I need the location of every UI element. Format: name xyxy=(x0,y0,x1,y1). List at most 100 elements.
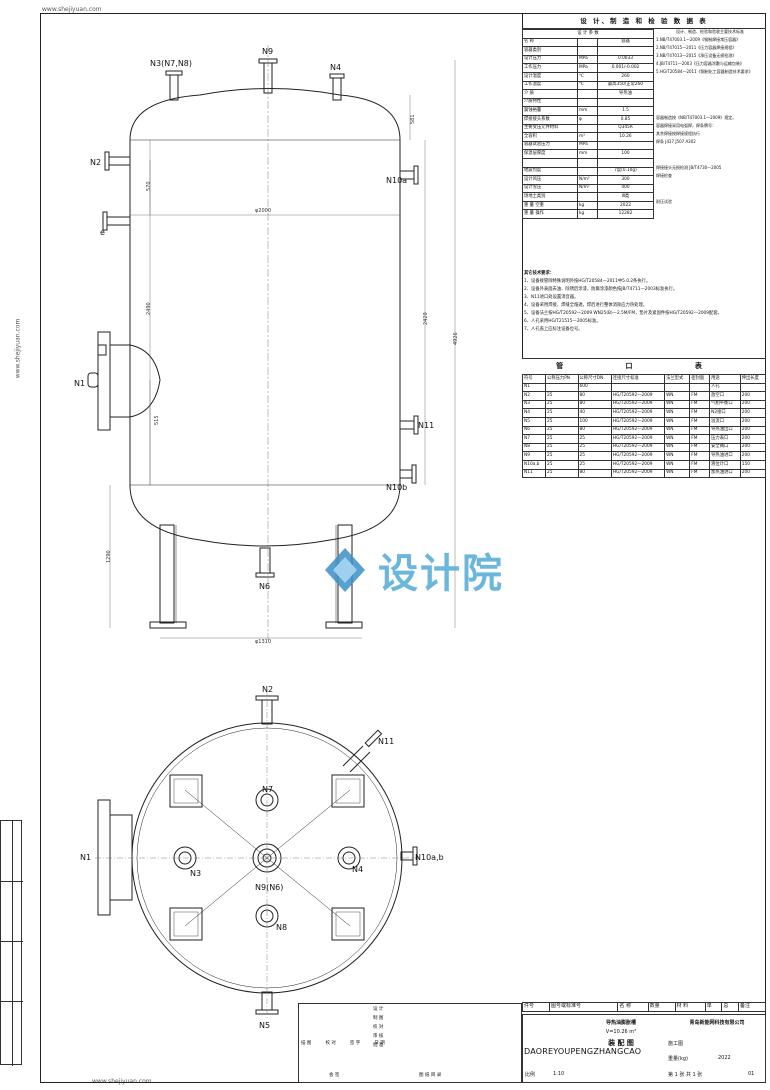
label-n9: N9 xyxy=(262,47,273,56)
nozzle-cell: N2接口 xyxy=(709,408,741,418)
sign-label: 校 对 xyxy=(373,1025,384,1030)
nozzle-cell: FM xyxy=(689,459,711,470)
design-cell xyxy=(577,89,598,99)
dim-top-head: 581 xyxy=(410,114,416,124)
label-n6: N6 xyxy=(259,582,270,591)
design-cell: ℃ xyxy=(577,80,598,91)
design-cell: kg xyxy=(577,209,598,220)
nozzle-cell: WN xyxy=(664,399,691,410)
anchor-note: 焊接检查 xyxy=(656,173,672,178)
design-cell: 设计风压 xyxy=(522,175,578,185)
nozzle-cell: 200 xyxy=(739,391,767,401)
design-cell: 场地土类别 xyxy=(522,192,578,202)
watermark-mark-icon xyxy=(325,548,365,592)
nozzle-cell: WN xyxy=(664,425,691,436)
tech-req-item: 2、设备外表面去油、除锈后涂漆，防腐涂漆颜色按JB/T4711—2003标准执行… xyxy=(524,287,678,292)
nozzle-cell: 25 xyxy=(545,425,579,436)
label-plan-n9n6: N9(N6) xyxy=(255,883,283,892)
nozzle-cell: WN xyxy=(664,391,691,401)
label-plan-n8: N8 xyxy=(276,923,287,932)
design-row: 容器类别 xyxy=(522,46,655,56)
parts-header-cell: 件号 xyxy=(522,1002,550,1012)
nozzle-cell: WN xyxy=(664,442,691,453)
tech-req-item: 5、设备法兰按HG/T20592—2009 WN25(B)—2.5M/FM，垫片… xyxy=(524,311,722,316)
company-name: 青岛新能网科技有限公司 xyxy=(689,1020,745,1026)
footer-catalog: 图 纸 目 录 xyxy=(419,1073,442,1078)
sign-label: 批 准 xyxy=(373,1043,384,1048)
nozzle-cell: 压力表口 xyxy=(709,434,741,444)
design-cell: 保温层厚度 xyxy=(522,149,578,159)
design-cell: 介 质 xyxy=(522,89,578,99)
nozzle-cell: 液位计口 xyxy=(709,459,741,470)
nozzle-cell: 25 xyxy=(545,416,579,427)
nozzle-cell: 安全阀口 xyxy=(709,442,741,453)
nozzle-cell: N8 xyxy=(521,442,547,453)
weight-value: 2022 xyxy=(718,1055,731,1061)
design-cell: MPa xyxy=(577,140,598,151)
design-cell xyxy=(577,97,598,108)
design-row: 介质特性 xyxy=(522,97,655,108)
design-cell: 名 称 xyxy=(522,37,578,48)
design-cell: kg xyxy=(577,200,598,211)
dim-lower: 1290 xyxy=(106,550,112,563)
nozzle-cell: 25 xyxy=(545,434,579,444)
design-cell: 设计温度 xyxy=(522,71,578,82)
scale-value: 1:10 xyxy=(553,1071,565,1077)
watermark-logo: 设计院 xyxy=(320,540,530,600)
nozzle-cell: 25 xyxy=(545,391,579,401)
label-n10a: N10a xyxy=(386,176,407,185)
nozzle-cell: 导热油出口 xyxy=(709,425,741,436)
nozzle-header-cell: 公称尺寸DN xyxy=(577,374,612,384)
nozzle-cell: 人孔 xyxy=(709,382,741,393)
design-cell xyxy=(596,157,655,168)
dim-n2: 570 xyxy=(146,181,152,191)
label-plan-n4: N4 xyxy=(352,865,363,874)
nozzle-cell: 100 xyxy=(577,416,612,427)
left-block-label: 描 图 xyxy=(301,1041,312,1046)
parts-header-cell: 名 称 xyxy=(617,1002,649,1012)
label-n4: N4 xyxy=(330,63,341,72)
watermark-url-top: www.shejiyuan.com xyxy=(42,6,102,13)
technical-requirements: 其它技术要求： 1、设备接管除特殊说明外按HG/T20584—2011中5.0.… xyxy=(524,270,764,334)
nozzle-cell: 25 xyxy=(545,468,579,479)
nozzle-cell: 25 xyxy=(545,451,579,461)
pressure-test-label: 耐压试验 xyxy=(656,199,672,204)
dim-leg-span: φ1310 xyxy=(255,639,271,645)
right-note: 容器焊接采用电弧焊，焊条牌号： xyxy=(656,123,716,128)
nozzle-cell: N7 xyxy=(521,434,547,444)
footer-countersign: 会 签 xyxy=(329,1073,340,1078)
dim-n1: 515 xyxy=(154,415,160,425)
nozzle-table-title: 管 口 表 xyxy=(522,358,766,373)
nozzle-cell: FM xyxy=(689,434,711,444)
design-cell: 工作温度 xyxy=(522,80,578,91)
tech-req-title: 其它技术要求： xyxy=(524,271,555,276)
label-n2: N2 xyxy=(90,158,101,167)
nozzle-cell: 40 xyxy=(577,408,612,418)
design-cell: 设计雪压 xyxy=(522,183,578,194)
nozzle-cell: 加热油进口 xyxy=(709,468,741,479)
design-cell: 重 量 空重 xyxy=(522,200,578,211)
design-cell: 10.26 xyxy=(596,132,655,142)
design-cell: 地震烈度 xyxy=(522,166,578,177)
standards-box: 设计、制造、检验和验收主要技术标准 1.NB/T47003.1—2009《钢制焊… xyxy=(656,29,764,207)
label-plan-n3: N3 xyxy=(190,869,201,878)
nozzle-cell: 600 xyxy=(577,382,612,393)
design-cell: 100 xyxy=(596,149,655,159)
nozzle-cell: FM xyxy=(689,425,711,436)
nozzle-cell: 80 xyxy=(577,399,612,410)
drawing-sub: V=10.26 m³ xyxy=(605,1029,637,1035)
design-cell: 容器类别 xyxy=(522,46,578,56)
nozzle-cell: 150 xyxy=(739,459,767,470)
nozzle-cell: HG/T20592—2009 xyxy=(610,425,666,436)
nozzle-cell: HG/T20592—2009 xyxy=(610,391,666,401)
